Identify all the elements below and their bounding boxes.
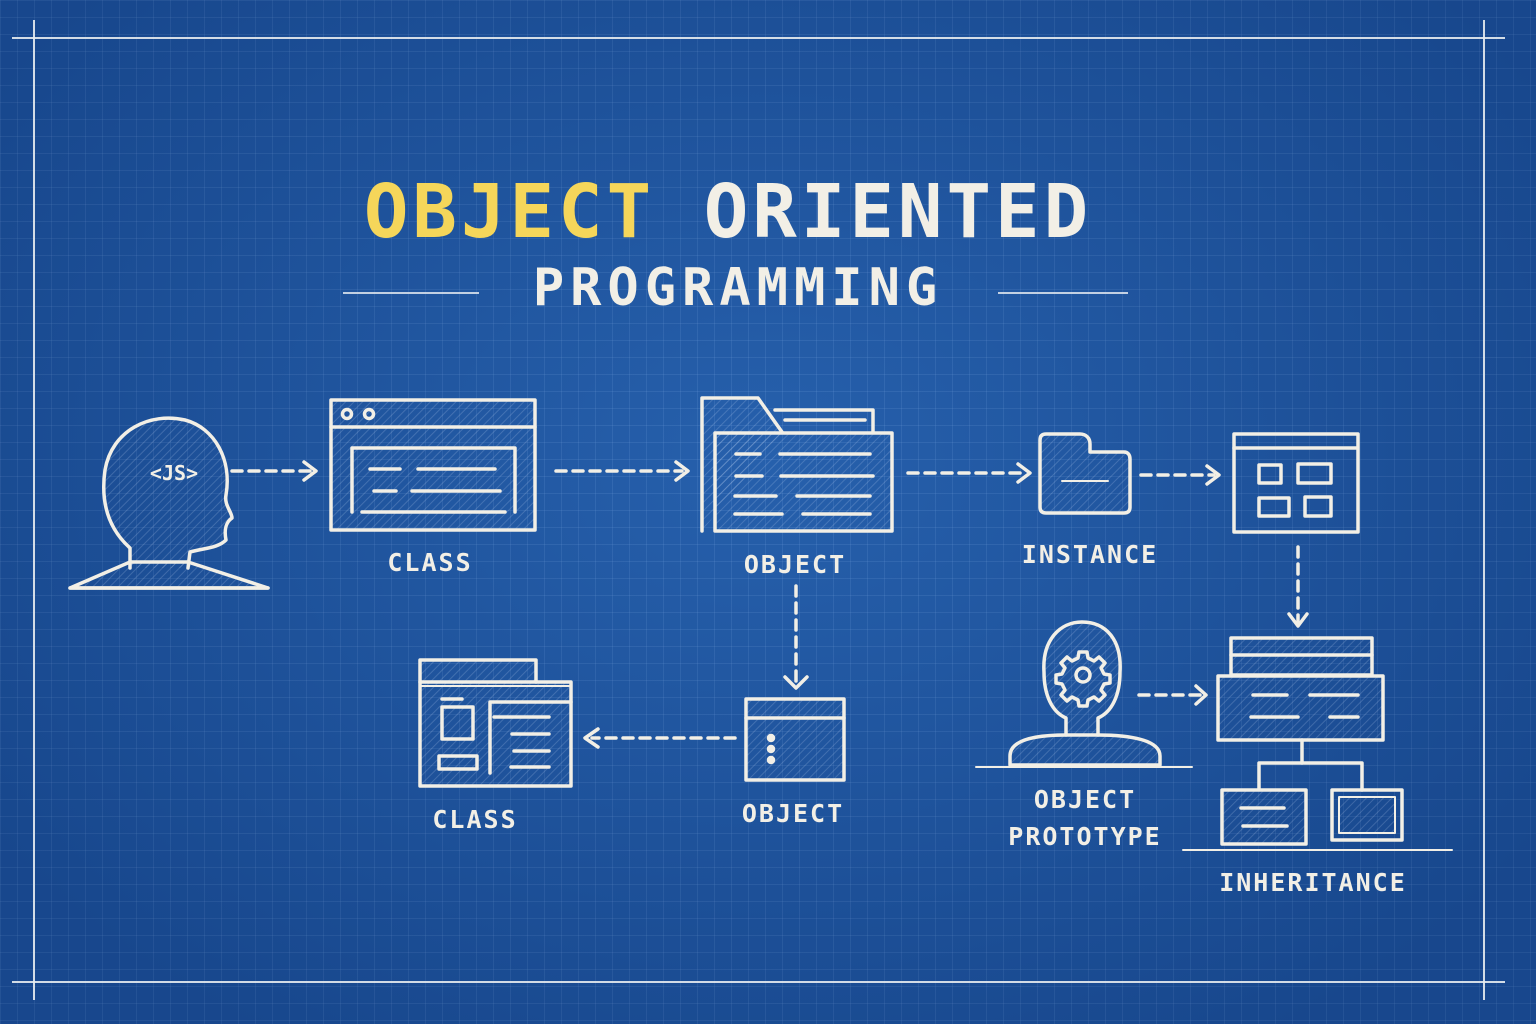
label-instance: INSTANCE (1021, 540, 1159, 569)
window-grid-icon (1232, 432, 1360, 534)
subtitle-rule-right (998, 292, 1128, 294)
hierarchy-icon (1182, 636, 1453, 851)
label-prototype-line1: OBJECT (1033, 785, 1137, 814)
browser-window-icon (329, 398, 537, 532)
arrow-object2-to-class2 (583, 727, 737, 749)
js-head-icon (68, 416, 270, 590)
label-object-top: OBJECT (743, 550, 847, 579)
arrow-js-to-class (230, 460, 318, 482)
layout-window-icon (418, 658, 573, 788)
page-title: OBJECT ORIENTED (0, 170, 1456, 254)
gear-head-icon (975, 620, 1193, 768)
frame-left-line (33, 20, 35, 1000)
folder-icon (1038, 432, 1132, 515)
frame-right-line (1483, 20, 1485, 1000)
arrow-prototype-to-inheritance (1137, 684, 1208, 706)
folder-documents-icon (700, 396, 894, 533)
frame-top-line (12, 37, 1505, 39)
small-window-icon (744, 697, 846, 782)
title-highlight: OBJECT (363, 169, 656, 255)
subtitle-rule-left (343, 292, 479, 294)
arrow-object-to-instance (906, 462, 1032, 484)
page-subtitle: PROGRAMMING (532, 258, 944, 318)
arrow-window-to-inheritance (1287, 545, 1309, 628)
arrow-instance-to-window (1139, 464, 1221, 486)
label-class-bottom: CLASS (432, 805, 518, 834)
label-object-bottom: OBJECT (741, 799, 845, 828)
arrow-class-to-object (554, 460, 690, 482)
title-rest: ORIENTED (703, 169, 1093, 255)
arrow-object-to-object2 (783, 584, 809, 690)
label-inheritance: INHERITANCE (1219, 868, 1407, 897)
label-class-top: CLASS (387, 548, 473, 577)
label-prototype-line2: PROTOTYPE (1008, 822, 1162, 851)
js-badge: <JS> (150, 461, 198, 485)
frame-bottom-line (12, 981, 1505, 983)
